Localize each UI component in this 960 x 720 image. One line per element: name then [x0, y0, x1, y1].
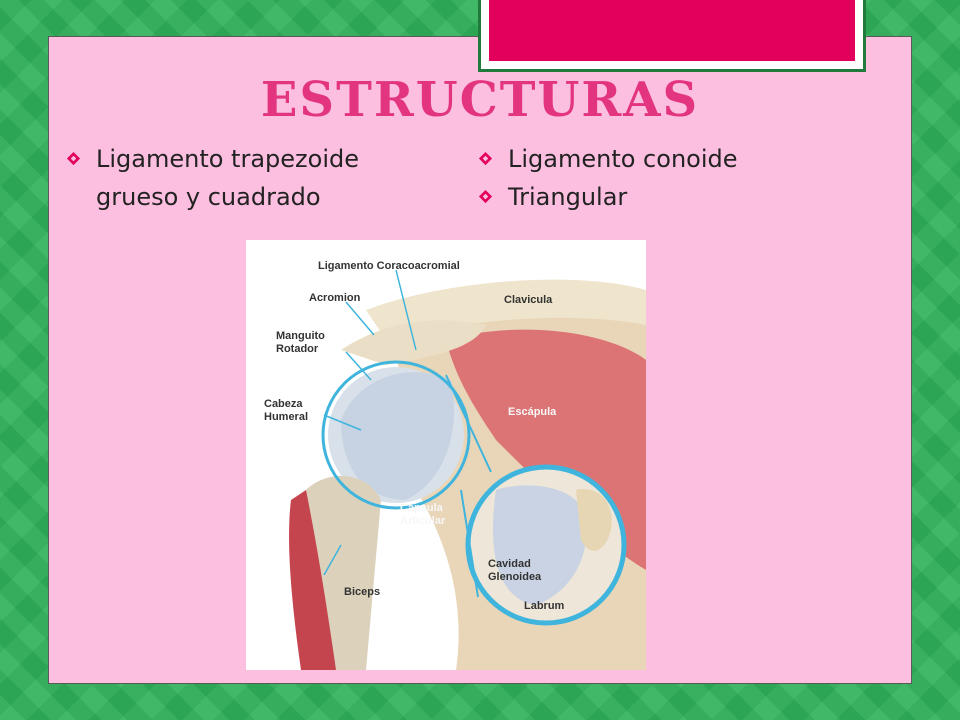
list-item: Ligamento conoide	[478, 140, 858, 178]
label-biceps: Biceps	[344, 586, 381, 598]
shoulder-illustration	[289, 269, 646, 670]
label-cavidad-line-1: Cavidad	[488, 558, 531, 570]
shoulder-anatomy-figure: Ligamento Coracoacromial Acromion Clavic…	[246, 240, 646, 670]
slide-title: ESTRUCTURAS	[260, 72, 700, 128]
diamond-bullet-icon	[478, 151, 493, 166]
label-cabeza-line-1: Cabeza	[264, 398, 303, 410]
bullet-list-left: Ligamento trapezoide grueso y cuadrado	[66, 140, 426, 216]
bullet-text: Ligamento conoide	[508, 145, 738, 173]
label-cabeza-humeral: Cabeza Humeral	[264, 398, 308, 424]
label-cavidad-glenoidea: Cavidad Glenoidea	[488, 558, 541, 584]
label-clavicula: Clavicula	[504, 294, 553, 306]
label-labrum: Labrum	[524, 600, 565, 612]
diamond-bullet-icon	[478, 189, 493, 204]
label-acromion: Acromion	[309, 292, 361, 304]
list-item: Ligamento trapezoide grueso y cuadrado	[66, 140, 426, 216]
diamond-bullet-icon	[66, 151, 81, 166]
label-cabeza-line-2: Humeral	[264, 411, 309, 423]
label-capsula-articular: Cápsula Articular	[400, 502, 445, 528]
label-escapula: Escápula	[508, 406, 557, 418]
label-manguito-line-1: Manguito	[276, 330, 325, 342]
bullet-text: Triangular	[508, 183, 628, 211]
accent-tab-fill	[489, 0, 855, 61]
label-capsula-line-1: Cápsula	[400, 502, 443, 514]
accent-tab	[478, 0, 866, 72]
list-item: Triangular	[478, 178, 858, 216]
label-cavidad-line-2: Glenoidea	[488, 571, 542, 583]
bullet-text: Ligamento trapezoide grueso y cuadrado	[96, 145, 359, 211]
bullet-list-right: Ligamento conoide Triangular	[478, 140, 858, 216]
label-manguito-line-2: Rotador	[276, 343, 319, 355]
label-manguito-rotador: Manguito Rotador	[276, 330, 325, 356]
label-coracoacromial: Ligamento Coracoacromial	[318, 260, 460, 272]
label-capsula-line-2: Articular	[400, 515, 446, 527]
